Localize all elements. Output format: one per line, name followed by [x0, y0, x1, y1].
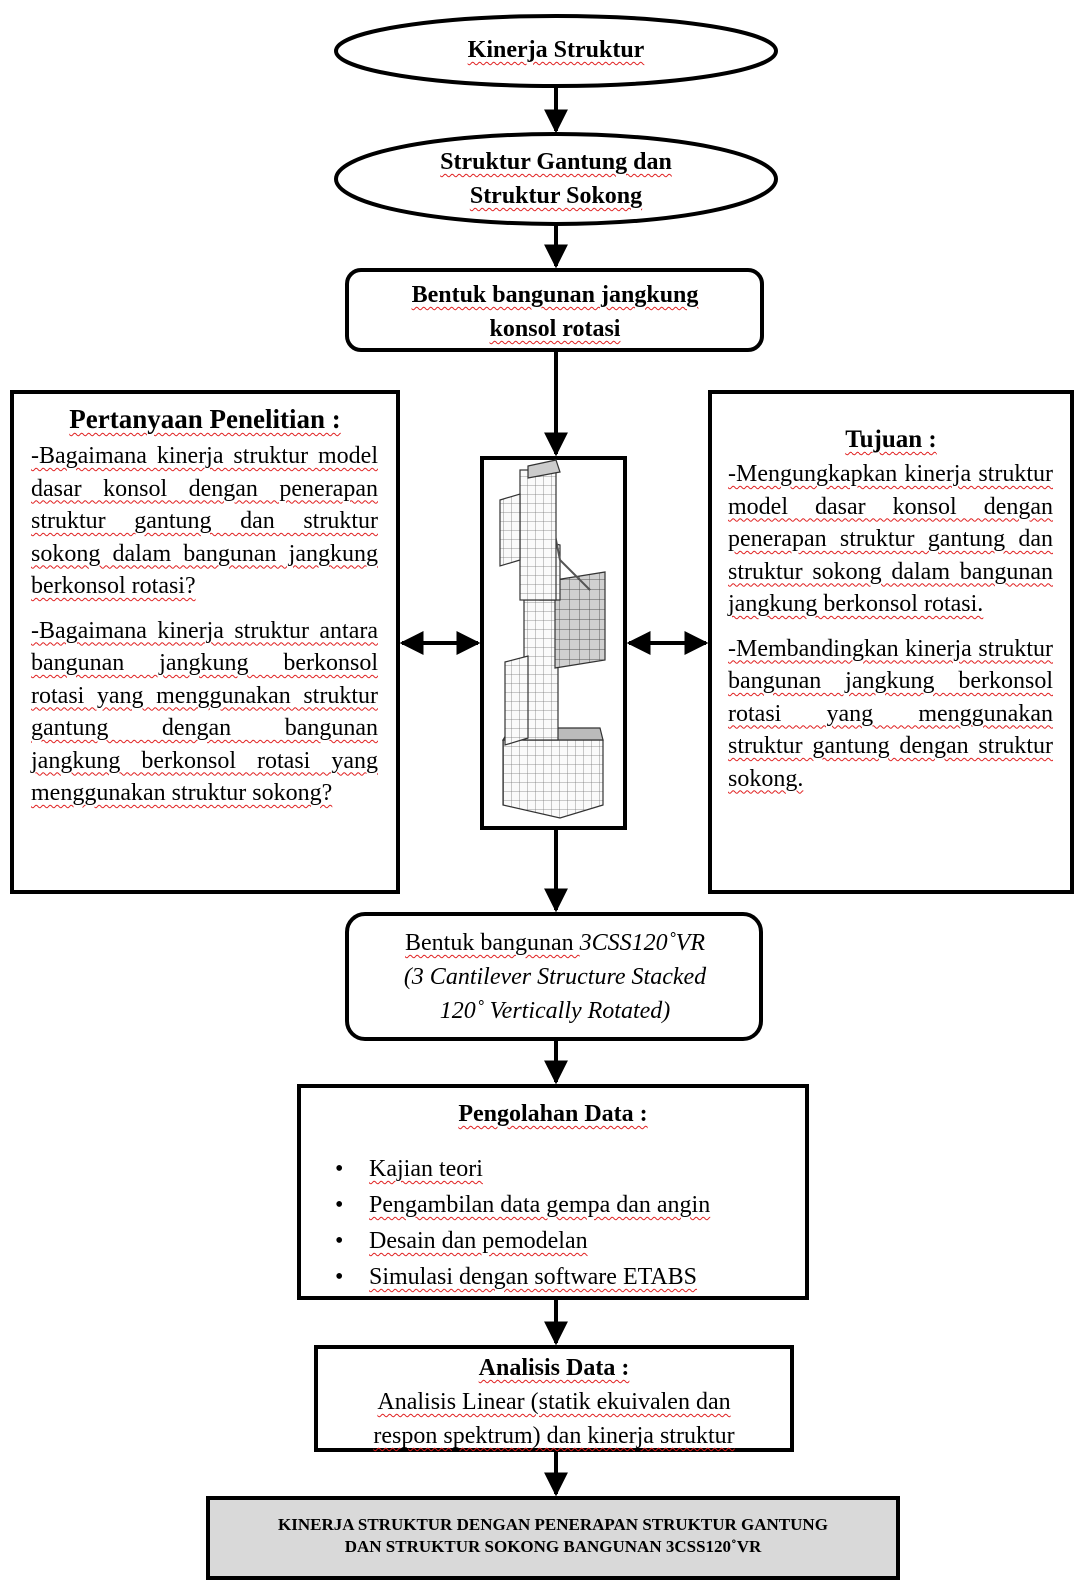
- node-analisis-label: Analisis Data : Analisis Linear (statik …: [373, 1355, 735, 1449]
- list-item: Desain dan pemodelan: [329, 1223, 789, 1259]
- tujuan-title: Tujuan :: [845, 426, 937, 453]
- node-hasil-label: KINERJA STRUKTUR DENGAN PENERAPAN STRUKT…: [278, 1515, 828, 1556]
- list-item: Simulasi dengan software ETABS: [329, 1259, 789, 1295]
- node-bentuk-bangunan-label: Bentuk bangunan jangkung konsol rotasi: [411, 282, 699, 342]
- pertanyaan-title: Pertanyaan Penelitian :: [69, 404, 341, 434]
- node-pertanyaan-box: [10, 390, 400, 894]
- pengolahan-title: Pengolahan Data :: [458, 1101, 648, 1127]
- tujuan-item-2: -Membandingkan kinerja struktur bangunan…: [728, 635, 1053, 792]
- pengolahan-list: Kajian teori Pengambilan data gempa dan …: [329, 1151, 789, 1295]
- node-kinerja-struktur-ellipse: [334, 14, 778, 88]
- list-item: Pengambilan data gempa dan angin: [329, 1187, 789, 1223]
- node-tujuan-box: [708, 390, 1074, 894]
- node-gantung-sokong-ellipse: [334, 132, 778, 226]
- node-bentuk-3css-label: Bentuk bangunan 3CSS120˚VR (3 Cantilever…: [403, 930, 707, 1024]
- node-kinerja-struktur-label: Kinerja Struktur: [467, 37, 645, 63]
- node-gantung-sokong-label: Struktur Gantung dan Struktur Sokong: [440, 149, 672, 209]
- tujuan-item-1: -Mengungkapkan kinerja struktur model da…: [728, 461, 1053, 617]
- tujuan-body: -Mengungkapkan kinerja struktur model da…: [728, 458, 1053, 807]
- pertanyaan-body: -Bagaimana kinerja struktur model dasar …: [31, 440, 378, 822]
- pertanyaan-item-1: -Bagaimana kinerja struktur model dasar …: [31, 443, 378, 599]
- tower-illustration: [499, 459, 606, 819]
- node-hasil-box: [206, 1496, 900, 1580]
- node-analisis-box: [314, 1345, 794, 1452]
- arrows: [399, 87, 709, 1497]
- list-item: Kajian teori: [329, 1151, 789, 1187]
- pertanyaan-item-2: -Bagaimana kinerja struktur antara bangu…: [31, 617, 378, 807]
- node-bentuk-bangunan-box: [345, 268, 764, 352]
- node-bentuk-3css-box: [345, 912, 763, 1041]
